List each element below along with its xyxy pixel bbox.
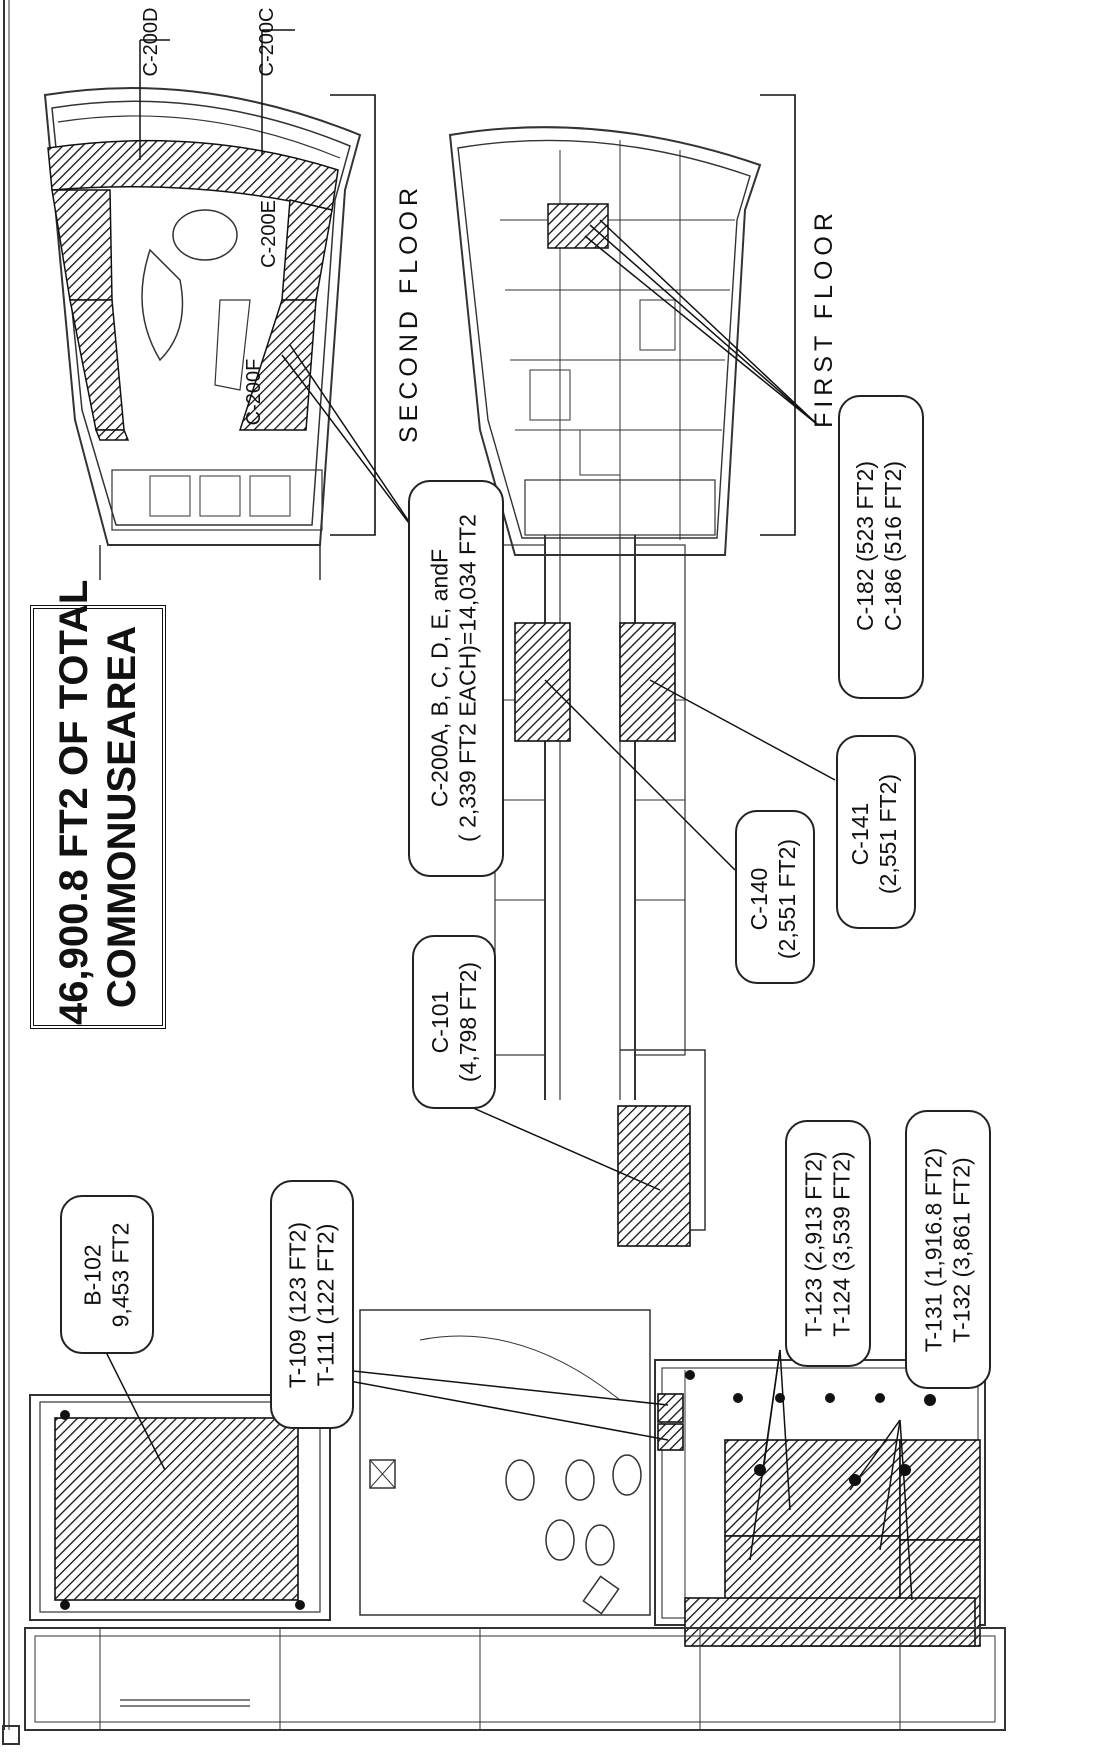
room-tag-c200f: C-200F <box>243 358 265 426</box>
title-line-2: COMMONUSEAREA <box>100 625 144 1009</box>
callout-c182: C-182 (523 FT2) C-186 (516 FT2) <box>838 395 924 699</box>
callout-b102-line1: B-102 <box>79 1244 106 1306</box>
callout-t131-line1: T-131 (1,916.8 FT2) <box>920 1147 947 1353</box>
t-wing-hatched-area <box>684 1597 976 1647</box>
callout-t123-line2: T-124 (3,539 FT2) <box>828 1151 855 1337</box>
callout-c182-line2: C-186 (516 FT2) <box>880 461 906 632</box>
t-111-hatched-area <box>657 1423 684 1451</box>
callout-b102-line2: 9,453 FT2 <box>107 1222 134 1328</box>
callout-c141-line1: C-141 <box>847 802 873 866</box>
first-floor-bracket <box>760 94 796 536</box>
callout-c101-line2: (4,798 FT2) <box>455 961 481 1083</box>
c-141-hatched-area <box>619 622 676 742</box>
callout-t131: T-131 (1,916.8 FT2) T-132 (3,861 FT2) <box>905 1110 991 1389</box>
callout-c140-line1: C-140 <box>746 867 772 931</box>
room-tag-c200d: C-200D <box>140 7 162 77</box>
callout-t123: T-123 (2,913 FT2) T-124 (3,539 FT2) <box>785 1120 871 1367</box>
second-floor-bracket <box>330 94 376 536</box>
bottom-wing-plan <box>24 1627 1006 1731</box>
lobby-plan <box>359 1309 651 1616</box>
first-floor-plan <box>448 126 762 556</box>
total-area-title-box: 46,900.8 FT2 OF TOTAL COMMONUSEAREA <box>30 579 166 1029</box>
second-floor-hatched-areas <box>47 139 339 441</box>
callout-b102: B-102 9,453 FT2 <box>60 1195 154 1354</box>
callout-c182-line1: C-182 (523 FT2) <box>852 461 878 632</box>
callout-c200: C-200A, B, C, D, E, andF ( 2,339 FT2 EAC… <box>408 480 504 877</box>
first-floor-hatched-area <box>547 203 609 249</box>
room-tag-c200e: C-200E <box>258 200 280 268</box>
callout-c101: C-101 (4,798 FT2) <box>412 935 496 1109</box>
callout-c140: C-140 (2,551 FT2) <box>735 810 815 984</box>
callout-t131-line2: T-132 (3,861 FT2) <box>948 1157 975 1343</box>
b-102-hatched-area <box>54 1417 299 1601</box>
callout-c200-line2: ( 2,339 FT2 EACH)=14,034 FT2 <box>454 514 481 842</box>
callout-t109-line2: T-111 (122 FT2) <box>312 1223 339 1387</box>
callout-c141-line2: (2,551 FT2) <box>875 773 901 895</box>
second-floor-plan <box>43 87 362 580</box>
room-tag-c200c: C-200C <box>256 7 278 77</box>
second-floor-label: SECOND FLOOR <box>395 182 423 443</box>
total-area-title: 46,900.8 FT2 OF TOTAL COMMONUSEAREA <box>34 579 162 1025</box>
callout-c200-line1: C-200A, B, C, D, E, andF <box>426 548 453 808</box>
sheet-border <box>2 0 20 1745</box>
callout-t109: T-109 (123 FT2) T-111 (122 FT2) <box>270 1180 354 1429</box>
title-line-1: 46,900.8 FT2 OF TOTAL <box>52 579 96 1025</box>
callout-t109-line1: T-109 (123 FT2) <box>284 1221 311 1389</box>
callout-c140-line2: (2,551 FT2) <box>774 838 800 960</box>
t-123-hatched-area <box>724 1439 901 1537</box>
callout-c101-line1: C-101 <box>427 990 453 1054</box>
callout-c141: C-141 (2,551 FT2) <box>836 735 916 929</box>
t-131-hatched-area <box>899 1439 981 1541</box>
c-101-hatched-area <box>617 1105 691 1247</box>
first-floor-label: FIRST FLOOR <box>810 208 838 428</box>
callout-t123-line1: T-123 (2,913 FT2) <box>800 1151 827 1337</box>
t-109-hatched-area <box>657 1393 684 1423</box>
c-140-hatched-area <box>514 622 571 742</box>
leader-lines <box>99 29 913 1601</box>
